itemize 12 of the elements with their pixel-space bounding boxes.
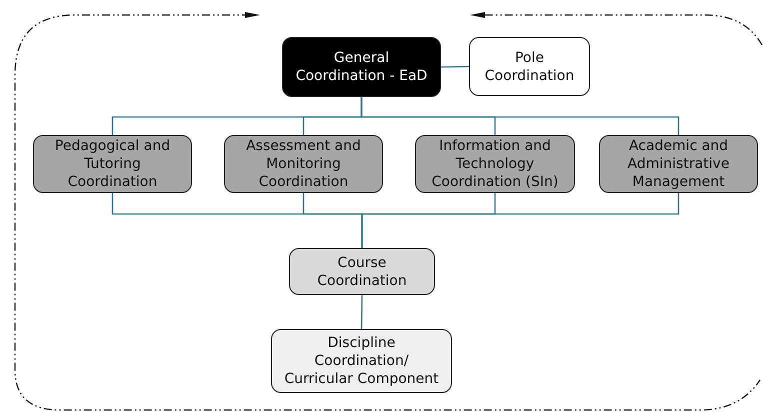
discipline-box: Discipline Coordination/ Curricular Component (271, 329, 452, 393)
connector-line (361, 193, 680, 248)
coordination-box: Pole Coordination (469, 37, 590, 96)
unit-box: Information and Technology Coordination (SIn) (415, 135, 575, 193)
connector-line (440, 66, 470, 68)
unit-box: Pedagogical and Tutoring Coordination (33, 135, 192, 193)
unit-box: Assessment and Monitoring Coordination (224, 135, 383, 193)
connector-line (360, 97, 680, 135)
unit-box: Academic and Administrative Management (599, 135, 758, 193)
course-box: Course Coordination (289, 248, 435, 295)
connector-line (360, 295, 363, 329)
coordination-box: General Coordination - EaD (282, 37, 441, 97)
